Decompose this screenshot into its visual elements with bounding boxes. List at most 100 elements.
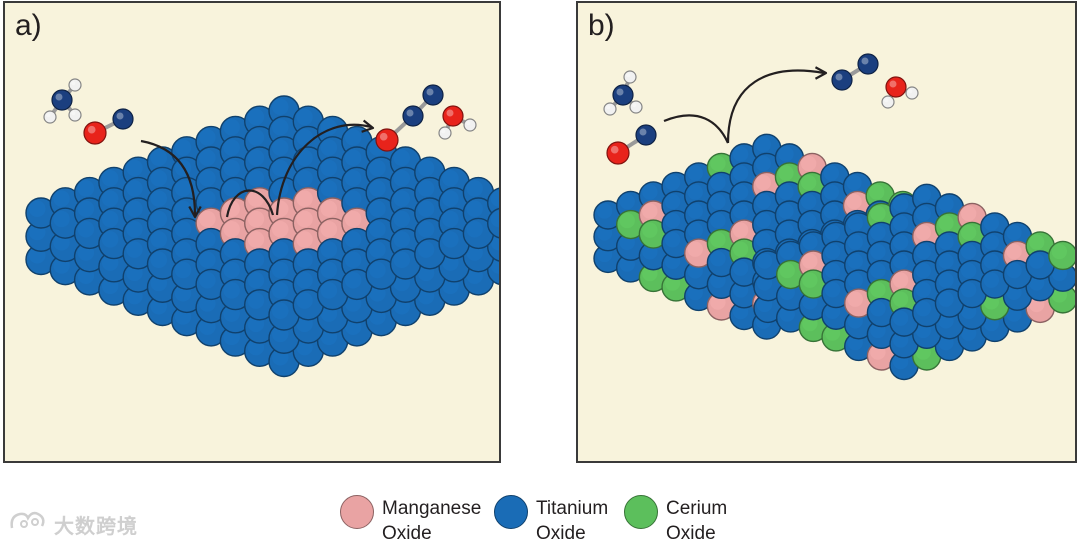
titanium-oxide-atom-highlight	[417, 220, 435, 238]
manganese-oxide-atom-highlight	[732, 222, 749, 238]
titanium-oxide-atom-highlight	[320, 261, 338, 279]
cerium-swatch	[624, 495, 658, 529]
cerium-oxide-atom-highlight	[870, 205, 886, 222]
titanium-oxide-atom-highlight	[247, 149, 265, 167]
titanium-oxide-atom-highlight	[101, 210, 119, 228]
titanium-oxide-atom-highlight	[369, 261, 386, 279]
manganese-oxide-atom-highlight	[846, 193, 862, 210]
oxygen-atom	[885, 76, 907, 98]
titanium-oxide-atom-highlight	[664, 193, 681, 210]
hydrogen-atom	[68, 108, 82, 122]
titanium-oxide-atom-highlight	[247, 271, 265, 289]
titanium-oxide-atom-highlight	[393, 190, 410, 207]
titanium-oxide-atom-highlight	[1006, 224, 1022, 241]
titanium-oxide-atom-highlight	[199, 271, 216, 289]
titanium-oxide-atom-highlight	[272, 261, 289, 279]
titanium-swatch	[494, 495, 528, 529]
titanium-oxide-atom-highlight	[150, 231, 167, 248]
panel-b: b)	[576, 1, 1077, 463]
oxygen-atom	[606, 141, 630, 165]
manganese-oxide-atom-highlight	[915, 224, 931, 241]
titanium-oxide-atom-highlight	[296, 108, 313, 126]
titanium-oxide-atom-highlight	[77, 220, 95, 238]
manganese-oxide-atom-highlight	[296, 190, 313, 207]
titanium-oxide-atom-highlight	[915, 281, 931, 298]
titanium-oxide-atom-highlight	[223, 180, 240, 197]
manganese-oxide-atom-highlight	[960, 205, 977, 222]
titanium-oxide-atom-highlight	[296, 292, 313, 309]
cerium-oxide-atom-highlight	[800, 174, 817, 191]
titanium-oxide-atom-highlight	[272, 98, 289, 116]
titanium-oxide-atom-highlight	[755, 136, 771, 153]
titanium-oxide-atom-highlight	[53, 190, 70, 207]
reaction-arrows-a	[140, 119, 375, 219]
titanium-oxide-atom-highlight	[938, 253, 954, 269]
titanium-oxide-atom-highlight	[369, 241, 386, 258]
arrow-in-head	[188, 205, 202, 219]
titanium-oxide-atom-highlight	[344, 129, 362, 146]
manganese-swatch	[340, 495, 374, 529]
titanium-oxide-atom-highlight	[983, 215, 999, 231]
titanium-oxide-atom-highlight	[915, 205, 931, 222]
arrow-in	[140, 139, 197, 216]
titanium-oxide-atom-highlight	[732, 260, 749, 276]
titanium-oxide-atom-highlight	[320, 282, 338, 299]
manganese-oxide-atom-highlight	[272, 220, 289, 238]
titanium-oxide-atom-highlight	[126, 220, 143, 238]
watermark-text: 大数跨境	[54, 516, 138, 538]
titanium-oxide-atom-highlight	[846, 174, 862, 191]
titanium-oxide-atom-highlight	[778, 184, 794, 200]
manganese-oxide-atom-highlight	[320, 220, 338, 238]
nitrogen-atom	[51, 89, 73, 111]
manganese-oxide-atom-highlight	[892, 272, 909, 288]
titanium-oxide-atom-highlight	[1006, 262, 1022, 279]
titanium-oxide-atom-highlight	[126, 159, 143, 177]
titanium-oxide-atom-highlight	[150, 190, 167, 207]
hydrogen-atom-shine	[71, 111, 76, 116]
titanium-oxide-atom-highlight	[915, 300, 931, 317]
manganese-oxide-atom-highlight	[320, 200, 338, 218]
titanium-oxide-atom-highlight	[466, 220, 483, 238]
titanium-oxide-atom-highlight	[320, 139, 338, 156]
manganese-oxide-atom-highlight	[802, 253, 818, 269]
titanium-oxide-atom-highlight	[101, 190, 119, 207]
titanium-oxide-atom-highlight	[223, 118, 240, 136]
titanium-oxide-atom-highlight	[664, 231, 681, 248]
catalyst-scene-a	[25, 78, 499, 378]
titanium-oxide-atom-highlight	[800, 212, 817, 229]
titanium-oxide-atom-highlight	[778, 203, 794, 219]
titanium-oxide-atom-highlight	[642, 184, 658, 200]
cerium-oxide-atom-highlight	[960, 224, 977, 241]
legend-label-cerium-line2: Oxide	[666, 523, 716, 544]
manganese-oxide-atom-highlight	[223, 220, 240, 238]
legend-label-titanium: Titanium Oxide	[536, 496, 608, 546]
titanium-oxide-atom-highlight	[1028, 253, 1045, 269]
titanium-oxide-atom-highlight	[938, 291, 954, 307]
nitrogen-atom	[112, 108, 134, 130]
nitrogen-atom-shine	[116, 112, 124, 120]
titanium-oxide-atom-highlight	[344, 251, 362, 269]
nitrogen-atom	[422, 84, 444, 106]
arrow-out-head	[361, 119, 375, 133]
titanium-oxide-atom-highlight	[223, 241, 240, 258]
titanium-oxide-atom-highlight	[223, 139, 240, 156]
cerium-oxide-atom-highlight	[710, 155, 726, 172]
oxygen-atom-shine	[446, 109, 454, 117]
titanium-oxide-atom-highlight	[174, 180, 192, 197]
titanium-oxide-atom-highlight	[664, 174, 681, 191]
titanium-oxide-atom-highlight	[824, 224, 841, 241]
titanium-oxide-atom-highlight	[320, 241, 338, 258]
oxygen-atom-shine	[889, 80, 897, 88]
titanium-oxide-atom-highlight	[126, 200, 143, 218]
titanium-oxide-atom-highlight	[417, 200, 435, 218]
titanium-oxide-atom-highlight	[756, 253, 773, 269]
nitrogen-atom-shine	[861, 57, 869, 65]
hydrogen-atom-shine	[46, 113, 51, 118]
titanium-oxide-atom-highlight	[892, 196, 909, 212]
titanium-oxide-atom-highlight	[272, 139, 289, 156]
arrow-out	[275, 123, 372, 216]
titanium-oxide-atom-highlight	[199, 169, 216, 187]
titanium-oxide-atom-highlight	[150, 251, 167, 269]
cerium-oxide-atom-highlight	[778, 165, 794, 181]
reaction-arrows-b	[663, 66, 828, 144]
